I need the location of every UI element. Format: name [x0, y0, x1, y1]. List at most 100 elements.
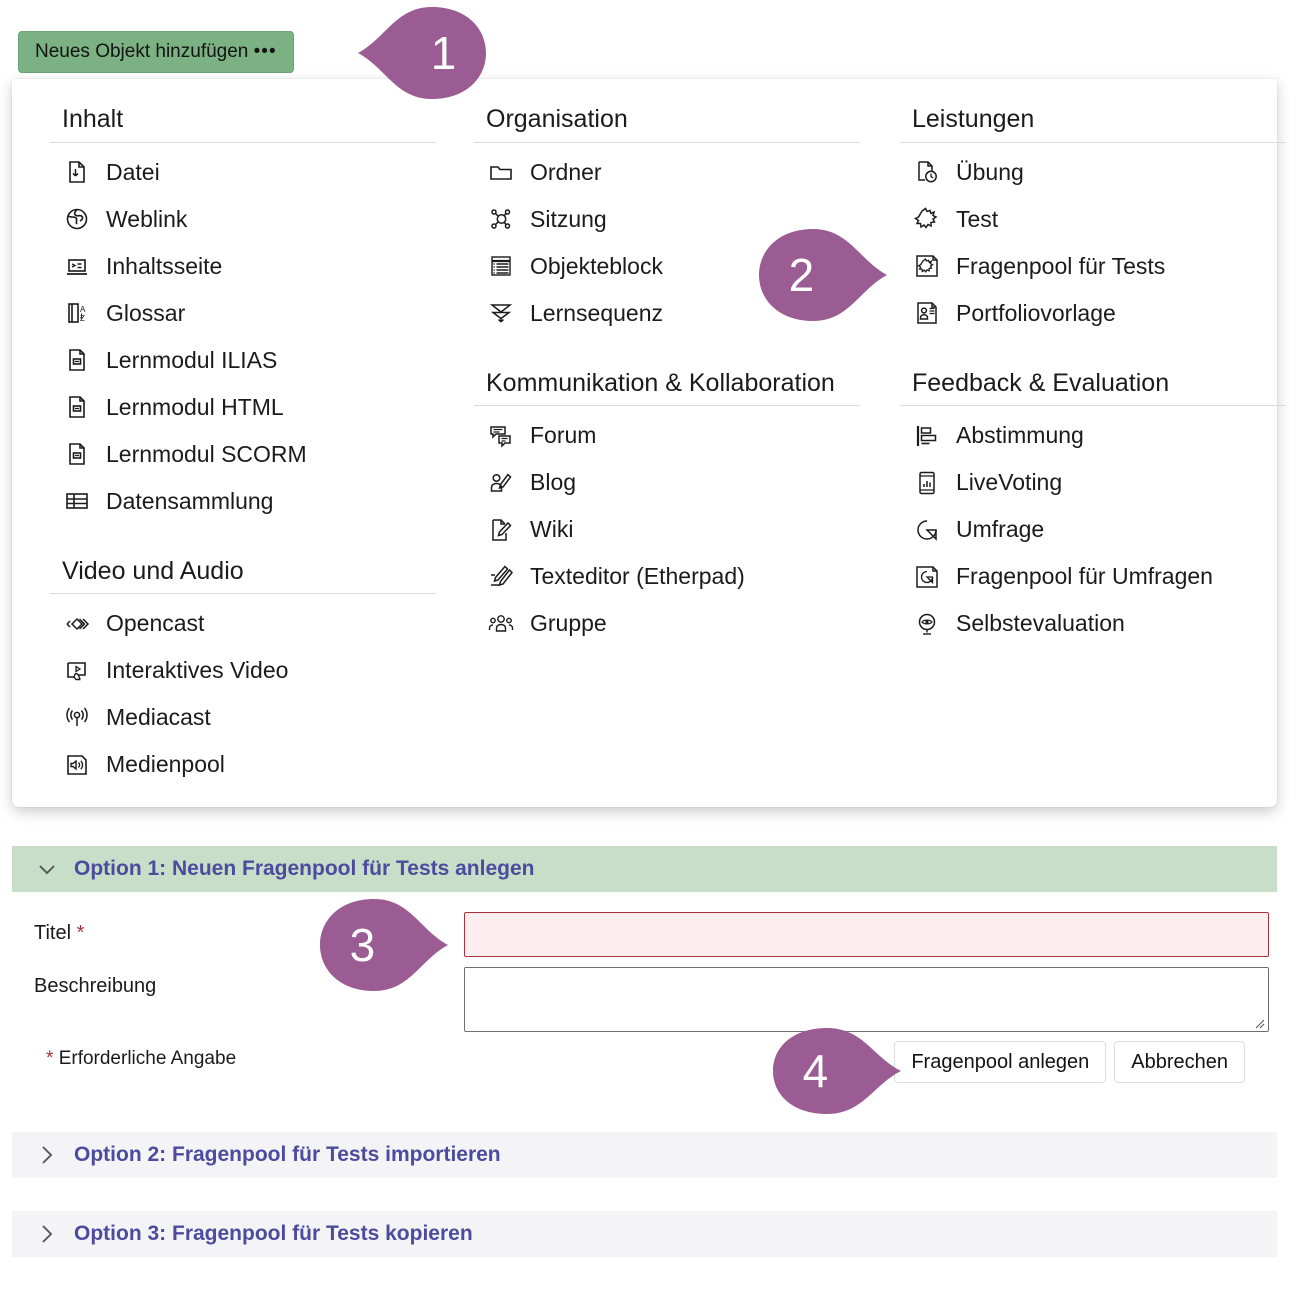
object-block-icon: [486, 251, 516, 281]
learning-module-icon: [62, 439, 92, 469]
menu-item-weblink[interactable]: Weblink: [50, 196, 436, 243]
menu-item-label: Objekteblock: [530, 252, 663, 279]
menu-item-label: Glossar: [106, 299, 186, 326]
menu-item-label: Umfrage: [956, 516, 1045, 542]
menu-item-sitzung[interactable]: Sitzung: [474, 196, 860, 243]
menu-item-texteditor-etherpad[interactable]: Texteditor (Etherpad): [474, 553, 860, 600]
menu-item-umfrage[interactable]: Umfrage: [900, 506, 1286, 553]
exercise-clock-icon: [912, 157, 942, 187]
accordion-header-option-1[interactable]: Option 1: Neuen Fragenpool für Tests anl…: [12, 846, 1277, 892]
menu-item-label: Portfoliovorlage: [956, 299, 1116, 326]
menu-item-mediacast[interactable]: Mediacast: [50, 694, 436, 741]
group-title-feedback-evaluation: Feedback & Evaluation: [912, 368, 1170, 397]
learning-sequence-icon: [486, 298, 516, 328]
chevron-down-icon: [34, 856, 60, 882]
add-new-object-button[interactable]: Neues Objekt hinzufügen •••: [18, 31, 294, 73]
menu-item-label: Forum: [530, 422, 597, 448]
menu-item-label: Gruppe: [530, 610, 607, 636]
menu-item-wiki[interactable]: Wiki: [474, 506, 860, 553]
menu-item-portfoliovorlage[interactable]: Portfoliovorlage: [900, 290, 1286, 337]
menu-item-abstimmung[interactable]: Abstimmung: [900, 412, 1286, 459]
menu-item-label: Weblink: [106, 205, 188, 232]
eye-evaluation-icon: [912, 609, 942, 639]
divider: [900, 141, 1286, 143]
menu-item-lernsequenz[interactable]: Lernsequenz: [474, 290, 860, 337]
bar-vote-icon: [912, 421, 942, 451]
accordion-option-1: Option 1: Neuen Fragenpool für Tests anl…: [12, 846, 1277, 892]
menu-item-fragenpool-fuer-umfragen[interactable]: Fragenpool für Umfragen: [900, 553, 1286, 600]
menu-item-label: Inhaltsseite: [106, 252, 223, 279]
group-title-organisation: Organisation: [486, 105, 628, 133]
menu-item-lernmodul-html[interactable]: Lernmodul HTML: [50, 384, 436, 431]
description-textarea[interactable]: [464, 967, 1269, 1032]
cancel-button[interactable]: Abbrechen: [1114, 1041, 1245, 1083]
broadcast-icon: [62, 703, 92, 733]
menu-item-medienpool[interactable]: Medienpool: [50, 741, 436, 788]
menu-item-fragenpool-fuer-tests[interactable]: Fragenpool für Tests: [900, 243, 1286, 290]
step-marker-1: 1: [356, 4, 488, 102]
menu-item-label: Ordner: [530, 158, 602, 185]
menu-item-label: Test: [956, 205, 999, 232]
divider: [50, 593, 436, 594]
group-organisation: Organisation Ordner: [474, 105, 860, 337]
divider: [474, 141, 860, 143]
dropdown-columns: Inhalt Datei: [12, 79, 1286, 807]
group-leistungen: Leistungen Übung: [900, 105, 1286, 337]
menu-item-blog[interactable]: Blog: [474, 459, 860, 506]
required-asterisk: *: [76, 922, 85, 944]
menu-item-label: Sitzung: [530, 205, 607, 232]
menu-item-label: Texteditor (Etherpad): [530, 563, 745, 589]
menu-item-label: Fragenpool für Umfragen: [956, 563, 1213, 589]
puzzle-icon: [912, 204, 942, 234]
title-field-label: Titel *: [34, 922, 84, 945]
required-hint-text: Erforderliche Angabe: [58, 1048, 237, 1069]
menu-item-uebung[interactable]: Übung: [900, 149, 1286, 196]
menu-item-label: Lernmodul ILIAS: [106, 346, 278, 373]
chevron-right-icon: [34, 1221, 60, 1247]
title-input[interactable]: [464, 912, 1269, 957]
menu-item-lernmodul-ilias[interactable]: Lernmodul ILIAS: [50, 337, 436, 384]
create-pool-button[interactable]: Fragenpool anlegen: [894, 1041, 1107, 1083]
menu-item-inhaltsseite[interactable]: Inhaltsseite: [50, 243, 436, 290]
menu-item-glossar[interactable]: A Z Glossar: [50, 290, 436, 337]
menu-item-label: Übung: [956, 158, 1024, 185]
menu-item-interaktives-video[interactable]: Interaktives Video: [50, 647, 436, 694]
title-label-text: Titel: [34, 922, 72, 944]
accordion-header-option-3[interactable]: Option 3: Fragenpool für Tests kopieren: [12, 1211, 1277, 1257]
group-video-und-audio: Video und Audio Opencast: [50, 557, 436, 789]
menu-item-selbstevaluation[interactable]: Selbstevaluation: [900, 600, 1286, 647]
menu-item-lernmodul-scorm[interactable]: Lernmodul SCORM: [50, 431, 436, 478]
interactive-video-icon: [62, 656, 92, 686]
menu-item-label: Mediacast: [106, 704, 211, 730]
group-feedback-evaluation: Feedback & Evaluation Abstimmung: [900, 369, 1286, 648]
menu-item-datei[interactable]: Datei: [50, 149, 436, 196]
toolbar: Neues Objekt hinzufügen ••• alten: [0, 0, 1300, 88]
menu-item-label: Selbstevaluation: [956, 610, 1125, 636]
group-inhalt: Inhalt Datei: [50, 105, 436, 525]
menu-item-test[interactable]: Test: [900, 196, 1286, 243]
menu-item-label: Lernmodul HTML: [106, 393, 284, 420]
menu-item-datensammlung[interactable]: Datensammlung: [50, 478, 436, 525]
group-title-leistungen: Leistungen: [912, 105, 1035, 133]
menu-item-label: Lernsequenz: [530, 299, 663, 326]
menu-item-label: Opencast: [106, 610, 205, 636]
table-icon: [62, 486, 92, 516]
menu-item-label: Datei: [106, 158, 160, 185]
folder-icon: [486, 157, 516, 187]
required-hint: * Erforderliche Angabe: [46, 1048, 236, 1070]
menu-item-forum[interactable]: Forum: [474, 412, 860, 459]
group-people-icon: [486, 609, 516, 639]
menu-item-gruppe[interactable]: Gruppe: [474, 600, 860, 647]
accordion-header-option-2[interactable]: Option 2: Fragenpool für Tests importier…: [12, 1132, 1277, 1178]
menu-item-livevoting[interactable]: LiveVoting: [900, 459, 1286, 506]
menu-item-opencast[interactable]: Opencast: [50, 600, 436, 647]
accordion-option-2: Option 2: Fragenpool für Tests importier…: [12, 1132, 1277, 1178]
menu-item-ordner[interactable]: Ordner: [474, 149, 860, 196]
survey-pool-icon: [912, 562, 942, 592]
dropdown-column-inhalt: Inhalt Datei: [50, 105, 436, 788]
page-pen-icon: [486, 515, 516, 545]
resize-handle-icon[interactable]: [1251, 1015, 1265, 1029]
create-question-pool-form: Titel * Beschreibung * Erforderliche Ang…: [12, 898, 1277, 1098]
step-marker-3: 3: [318, 896, 450, 994]
menu-item-objekteblock[interactable]: Objekteblock: [474, 243, 860, 290]
